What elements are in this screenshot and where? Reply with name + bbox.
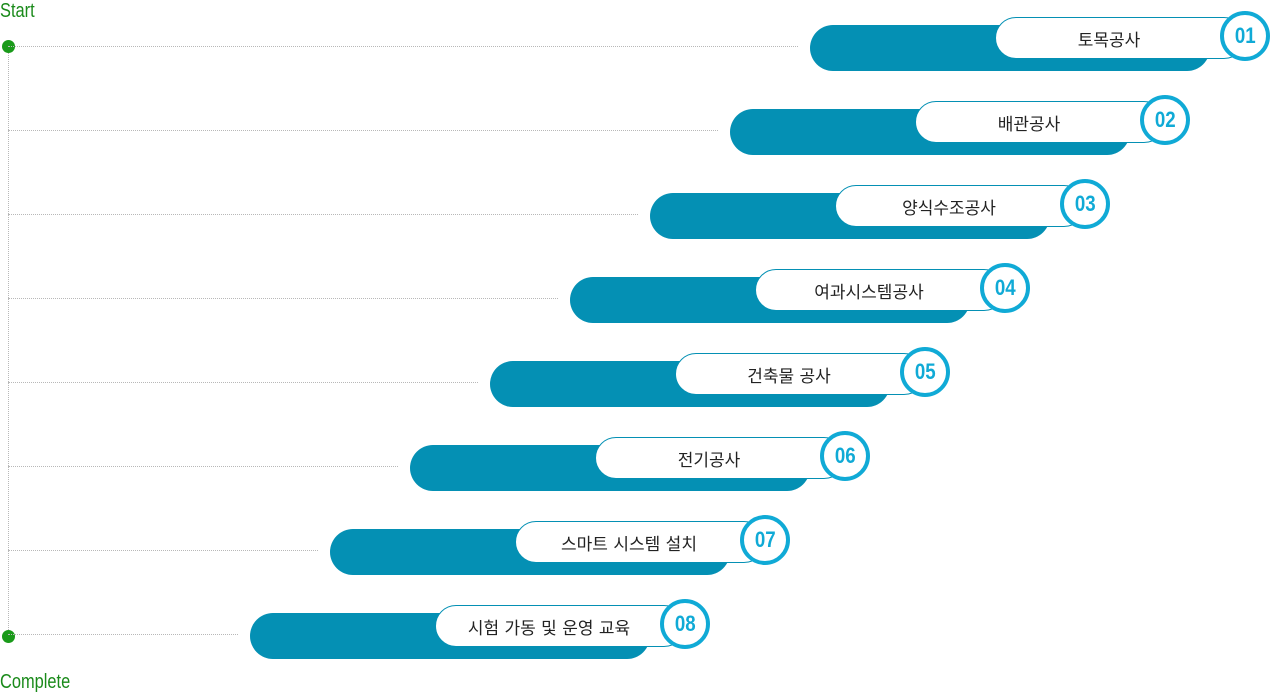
step-connector-line [8,298,558,299]
step-connector-line [8,382,478,383]
step-number-badge: 01 [1220,11,1270,61]
step-number: 06 [834,443,856,468]
step-connector-line [8,214,638,215]
step-connector-line [8,130,718,131]
step-label: 시험 가동 및 운영 교육 [435,605,685,647]
step-label: 전기공사 [595,437,845,479]
step-number-badge: 07 [740,515,790,565]
step-label: 스마트 시스템 설치 [515,521,765,563]
complete-label: Complete [0,671,71,693]
start-label: Start [0,0,35,22]
step-connector-line [8,550,318,551]
step-number-badge: 05 [900,347,950,397]
step-number: 05 [914,359,936,384]
step-number: 02 [1154,107,1176,132]
step-number: 04 [994,275,1016,300]
timeline-vertical-line [8,46,9,636]
step-number: 03 [1074,191,1096,216]
step-number-badge: 04 [980,263,1030,313]
step-label: 여과시스템공사 [755,269,1005,311]
step-number-badge: 03 [1060,179,1110,229]
step-number: 07 [754,527,776,552]
step-number-badge: 08 [660,599,710,649]
step-connector-line [8,634,238,635]
step-connector-line [8,46,798,47]
step-label: 토목공사 [995,17,1245,59]
step-number: 01 [1234,23,1256,48]
step-label: 건축물 공사 [675,353,925,395]
step-label: 양식수조공사 [835,185,1085,227]
step-number-badge: 06 [820,431,870,481]
step-number: 08 [674,611,696,636]
step-connector-line [8,466,398,467]
end-dot [2,630,15,643]
step-number-badge: 02 [1140,95,1190,145]
step-label: 배관공사 [915,101,1165,143]
